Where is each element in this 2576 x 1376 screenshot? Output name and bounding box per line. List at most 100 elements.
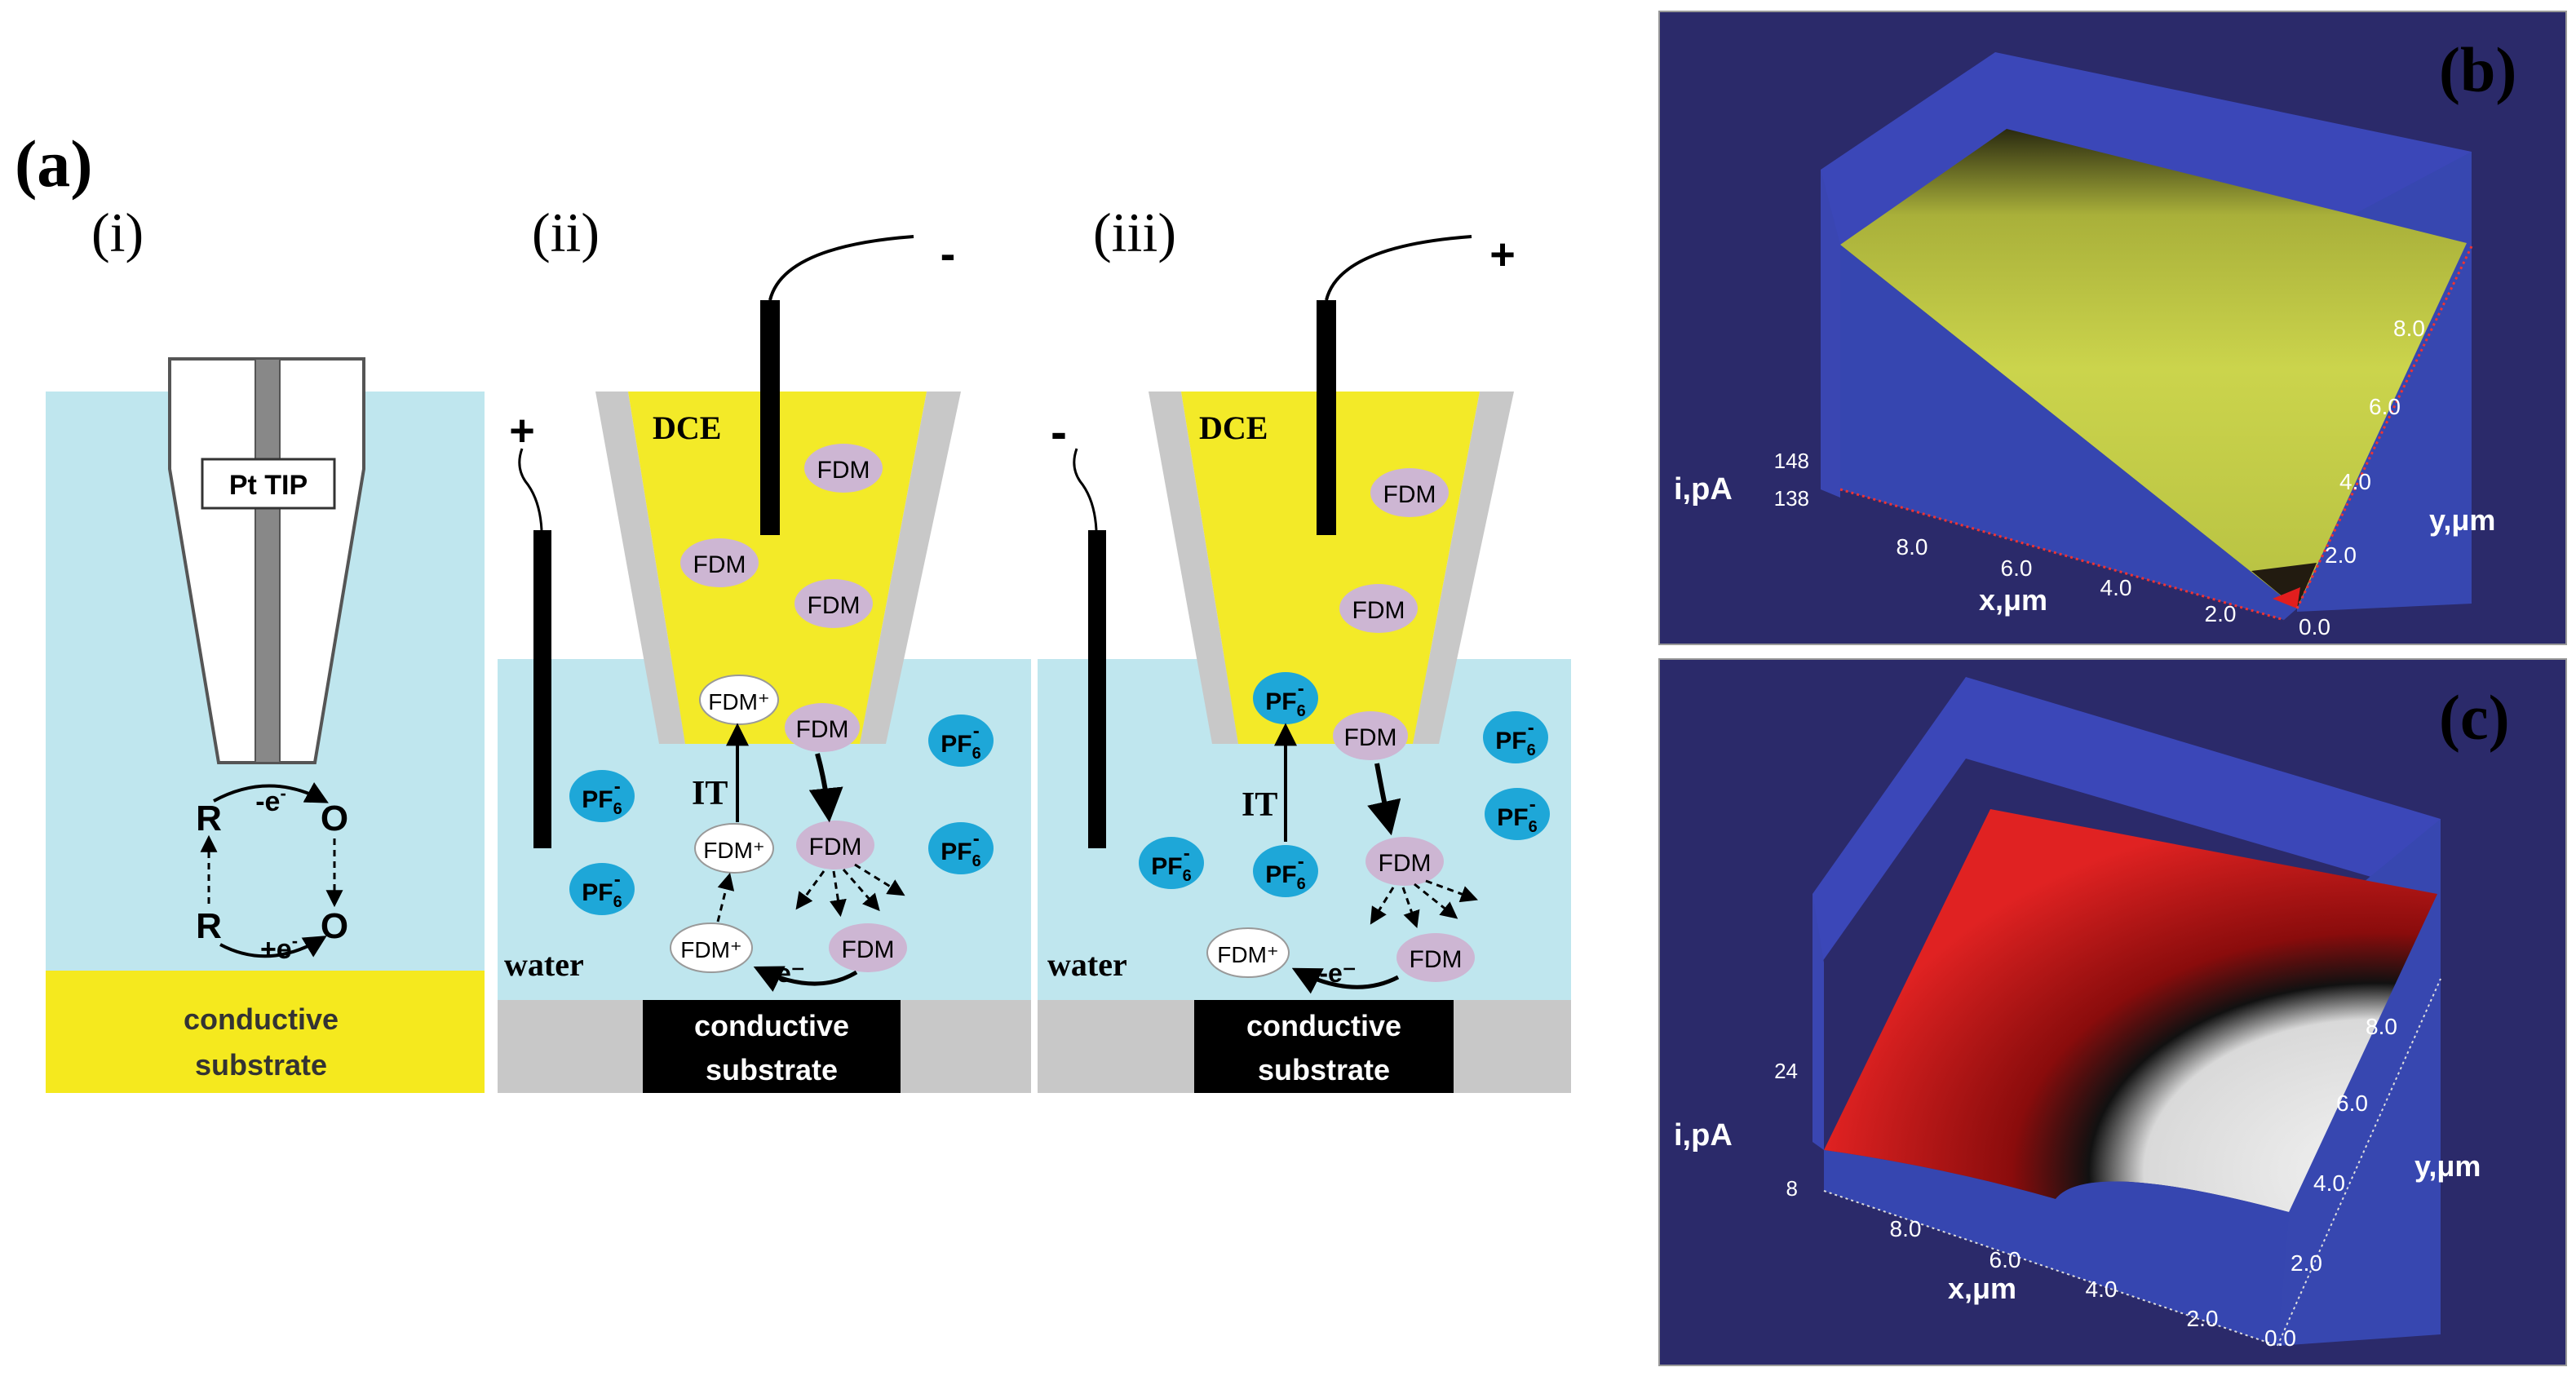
reference-electrode: [533, 530, 551, 848]
fdm-cation: FDM⁺: [1206, 927, 1290, 978]
o-top: O: [321, 799, 348, 838]
svg-text:PF6-: PF6-: [1265, 851, 1305, 893]
x-tick: 2.0: [2187, 1306, 2219, 1331]
fdm-molecule: FDM: [1370, 468, 1449, 517]
fdm-molecule: FDM: [796, 821, 874, 869]
fdm-molecule: FDM: [1339, 584, 1418, 633]
pt-wire: [255, 358, 281, 763]
panel-a-label: (a): [15, 126, 93, 201]
arrow-diffuse-2: [830, 870, 847, 918]
ref-wire: [1073, 448, 1098, 531]
pf6-anion: PF6-: [1485, 788, 1550, 840]
box-left-wall: [1812, 894, 1824, 1150]
x-tick: 4.0: [2086, 1276, 2118, 1302]
y-tick: 6.0: [2336, 1091, 2368, 1116]
ref-sign: +: [509, 406, 535, 455]
electrode-sign: +: [1489, 230, 1516, 279]
x-axis-label: x,μm: [1948, 1272, 2016, 1305]
x-tick: 6.0: [2001, 555, 2033, 581]
working-electrode: [760, 300, 780, 535]
panel-c: (c) i,pA 24 8 8.0 6.0 4.0 2.0 x,μm 8.0 6…: [1658, 658, 2567, 1366]
surface-dark-corner: [2251, 563, 2317, 608]
minus-e-label: -e-: [255, 783, 286, 817]
z-axis-label: i,pA: [1674, 1118, 1733, 1153]
electrode-sign: -: [941, 228, 956, 279]
surface-red-tip: [2273, 587, 2300, 608]
electrode-wire: [768, 235, 914, 301]
arrow-fdm-down: [1367, 763, 1401, 836]
sub-label-ii: (ii): [532, 201, 600, 263]
substrate-text-1: conductive: [694, 1009, 849, 1042]
pf6-anion: PF6-: [1253, 672, 1318, 724]
electron-label: -e⁻: [1319, 958, 1356, 988]
plus-e-label: +e-: [260, 931, 298, 965]
pipette-left-wall: [1149, 392, 1238, 744]
substrate-text-1: conductive: [1246, 1009, 1401, 1042]
svg-text:FDM⁺: FDM⁺: [703, 838, 764, 863]
fdm-molecule: FDM: [785, 703, 860, 752]
svg-text:FDM: FDM: [809, 834, 862, 861]
scheme-iii: conductive substrate DCE + - FDM FDM FDM…: [1038, 230, 1571, 1093]
z-tick: 148: [1774, 449, 1809, 473]
svg-text:FDM: FDM: [1383, 481, 1436, 508]
ref-sign: -: [1051, 405, 1067, 459]
arrow-r-to-o-top: [213, 782, 329, 803]
svg-text:PF6-: PF6-: [941, 828, 980, 870]
fdm-cation: FDM⁺: [694, 823, 774, 874]
y-tick: 0.0: [2299, 614, 2330, 639]
substrate-text-2: substrate: [195, 1048, 327, 1082]
water-label: water: [1047, 946, 1127, 983]
svg-text:FDM: FDM: [817, 457, 870, 484]
arrow-electron: [753, 966, 858, 992]
panel-b: (b) i,pA 148 138 8.0 6.0 4.0 2.0 x,μm 8.…: [1658, 11, 2567, 645]
panel-c-label: (c): [2439, 682, 2510, 753]
ref-wire: [518, 448, 543, 531]
svg-text:FDM: FDM: [1352, 597, 1405, 624]
svg-text:FDM: FDM: [1379, 850, 1432, 877]
substrate-block: [1194, 1000, 1454, 1093]
y-tick: 2.0: [2325, 542, 2357, 568]
svg-text:PF6-: PF6-: [1265, 678, 1305, 720]
o-bottom: O: [321, 906, 348, 946]
surface-front-edge: [1824, 1150, 2289, 1346]
y-axis-label: y,μm: [2429, 503, 2495, 537]
arrow-diffuse-4: [1425, 879, 1478, 903]
fdm-molecule: FDM: [680, 538, 759, 587]
pf6-anion: PF6-: [1483, 711, 1548, 763]
svg-text:PF6-: PF6-: [1497, 794, 1537, 836]
y-axis-line: [2295, 246, 2473, 609]
y-tick: 4.0: [2313, 1170, 2345, 1196]
arrow-diffuse-4: [854, 863, 905, 896]
x-tick: 8.0: [1890, 1216, 1922, 1241]
pf6-anion: PF6-: [569, 863, 635, 915]
substrate-text-1: conductive: [184, 1002, 339, 1036]
fdm-molecule: FDM: [829, 923, 907, 972]
fdm-molecule: FDM: [804, 444, 883, 493]
arrow-electron: [1291, 967, 1400, 994]
electron-label: -e⁻: [768, 958, 804, 988]
fdm-molecule: FDM: [794, 579, 873, 628]
electrode-wire: [1325, 235, 1472, 301]
r-top: R: [196, 799, 222, 838]
surface: [1824, 809, 2437, 1212]
sub-label-i: (i): [91, 201, 144, 263]
z-axis-label: i,pA: [1674, 472, 1733, 507]
substrate-block: [643, 1000, 901, 1093]
pipette-left-wall: [595, 392, 685, 744]
pt-tip-label: Pt TIP: [229, 470, 308, 501]
arrow-fdm-down: [808, 753, 843, 823]
arrow-cation-up: [716, 872, 735, 922]
it-label: IT: [1242, 786, 1277, 824]
dce-label: DCE: [653, 409, 721, 446]
arrow-r-to-o-bottom: [219, 936, 327, 958]
substrate-text-2: substrate: [706, 1053, 838, 1086]
it-label: IT: [692, 775, 728, 812]
svg-text:PF6-: PF6-: [1151, 843, 1191, 885]
box-left-wall: [1821, 170, 1840, 498]
pf6-anion: PF6-: [928, 822, 994, 874]
y-axis-line: [2277, 978, 2441, 1347]
box-back-wall: [1812, 677, 2441, 976]
pipette-right-wall: [1413, 392, 1514, 744]
